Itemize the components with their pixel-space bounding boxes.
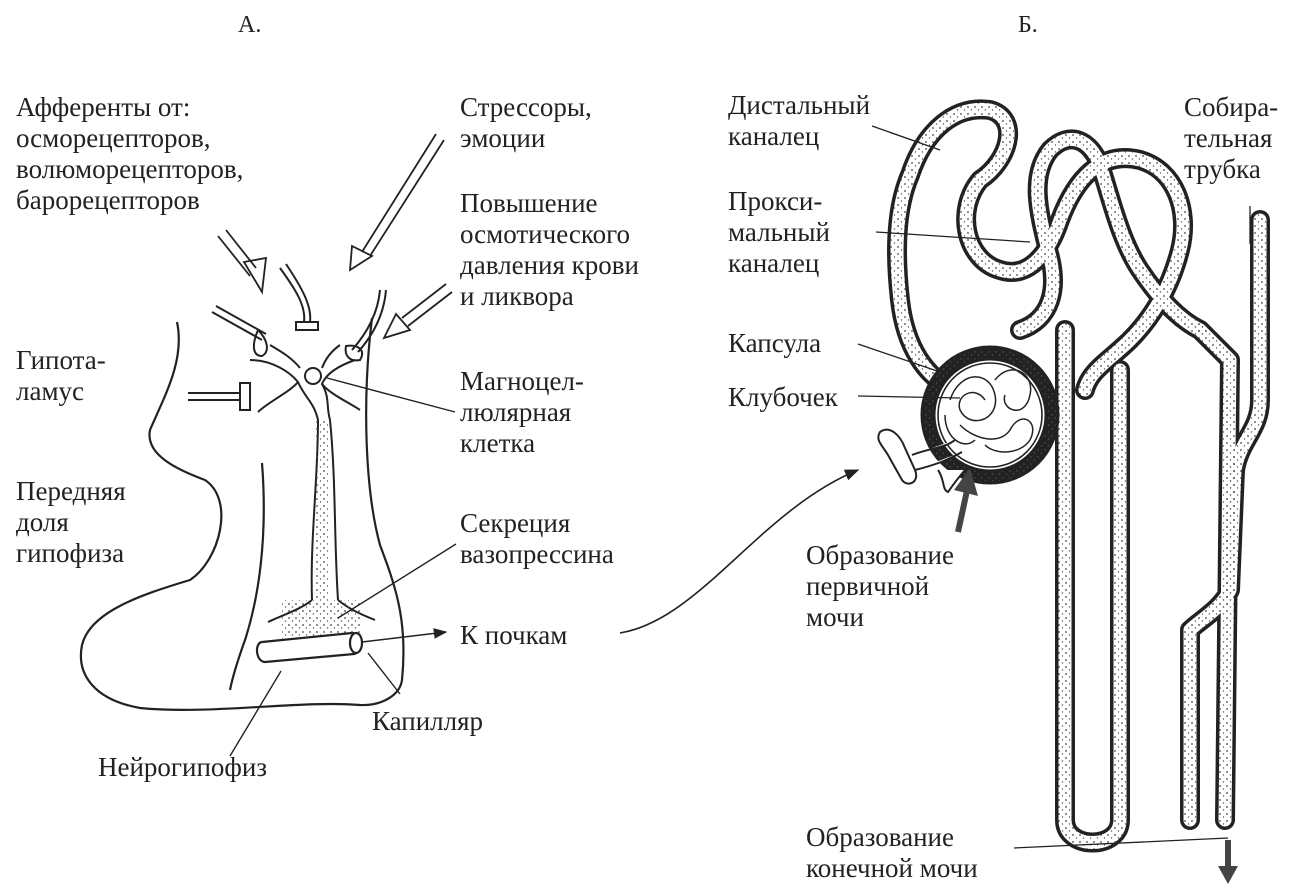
stressors-label: Стрессоры, эмоции [460, 92, 592, 154]
leader-lines-left [230, 378, 456, 756]
hypothalamus-label: Гипота- ламус [16, 345, 106, 407]
panel-label-a: А. [238, 10, 261, 41]
capillary [257, 633, 362, 662]
osmotic-pressure-label: Повышение осмотического давления крови и… [460, 188, 639, 312]
magnocellular-neuron [250, 345, 375, 622]
to-kidneys-label: К почкам [460, 620, 567, 651]
neurohypophysis-label: Нейрогипофиз [98, 752, 267, 783]
glomerulus-label: Клубочек [728, 382, 838, 413]
vasopressin-secretion-label: Секреция вазопрессина [460, 508, 614, 570]
collecting-duct-label: Собира- тельная трубка [1184, 92, 1278, 185]
final-urine-arrowhead [1218, 866, 1238, 884]
afferents-label: Афференты от: осморецепторов, волюмореце… [16, 92, 243, 216]
panel-label-b: Б. [1018, 10, 1038, 41]
capillary-label: Капилляр [372, 706, 483, 737]
proximal-tubule-label: Прокси- мальный каналец [728, 186, 830, 279]
distal-tubule-label: Дистальный каналец [728, 90, 870, 152]
capsule-label: Капсула [728, 328, 821, 359]
synaptic-inputs [188, 264, 386, 410]
magnocellular-cell-label: Магноцел- люлярная клетка [460, 366, 584, 459]
final-urine-label: Образование конечной мочи [806, 822, 978, 884]
anterior-lobe-label: Передняя доля гипофиза [16, 476, 126, 569]
axon-granules [314, 420, 328, 600]
input-arrows [218, 134, 452, 338]
primary-urine-label: Образование первичной мочи [806, 540, 954, 633]
